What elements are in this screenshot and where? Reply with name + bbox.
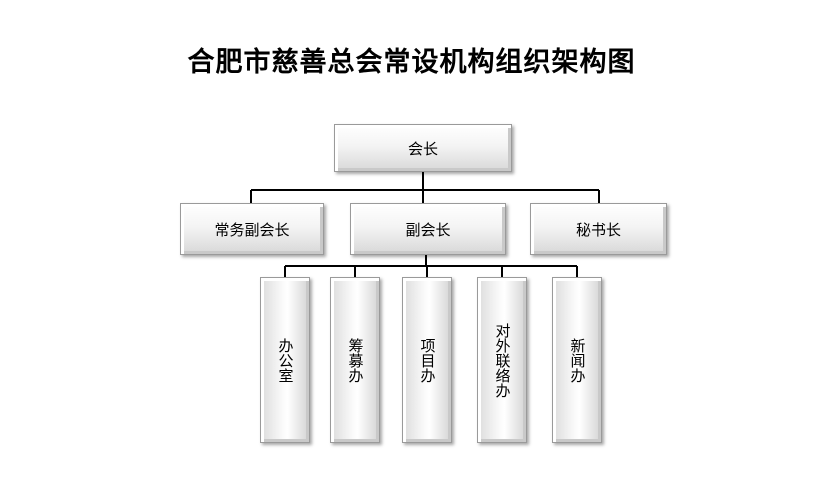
node-office-label: 办公室	[276, 337, 295, 383]
node-news-office-label: 新闻办	[568, 337, 587, 383]
node-project-office-label: 项目办	[418, 337, 437, 383]
node-fundraising-office-label: 筹募办	[346, 337, 365, 383]
node-president-label: 会长	[407, 139, 438, 158]
node-external-liaison-office: 对外联络办	[477, 277, 527, 443]
node-secretary-general-label: 秘书长	[575, 220, 621, 239]
node-office: 办公室	[260, 277, 310, 443]
node-news-office: 新闻办	[552, 277, 602, 443]
node-secretary-general: 秘书长	[530, 203, 667, 255]
node-executive-vice-president-label: 常务副会长	[214, 220, 290, 239]
node-vice-president: 副会长	[350, 203, 506, 255]
node-vice-president-label: 副会长	[405, 220, 451, 239]
node-fundraising-office: 筹募办	[330, 277, 380, 443]
diagram-title: 合肥市慈善总会常设机构组织架构图	[187, 47, 636, 78]
node-project-office: 项目办	[402, 277, 452, 443]
node-president: 会长	[334, 124, 512, 172]
node-executive-vice-president: 常务副会长	[180, 203, 324, 255]
node-external-liaison-office-label: 对外联络办	[493, 322, 512, 398]
